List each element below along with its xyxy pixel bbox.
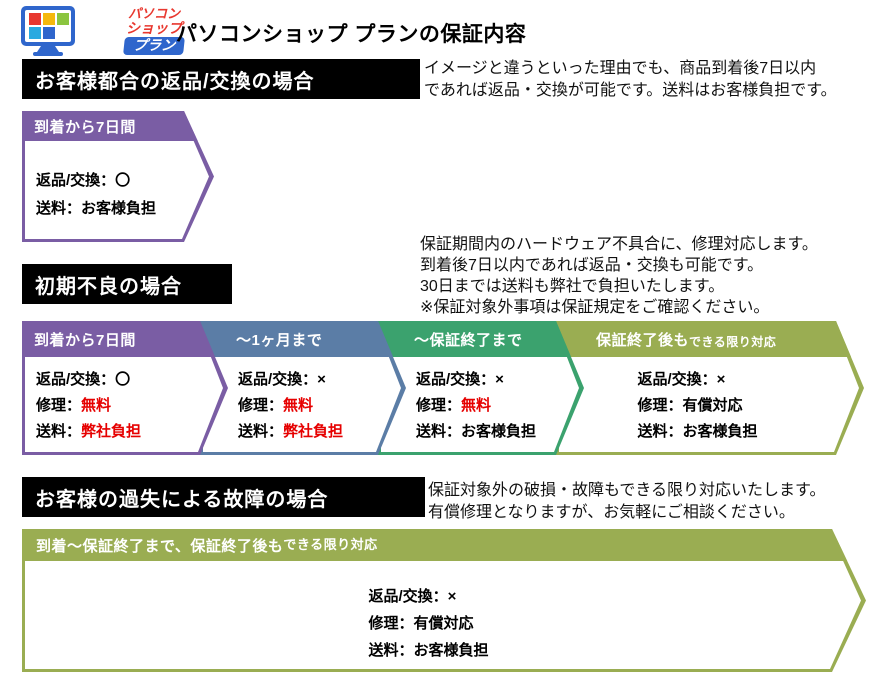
- card-title-sub: できる限り対応: [689, 335, 777, 349]
- line-label: 送料：: [36, 200, 82, 217]
- card-body: 返品/交換：× 修理：無料 送料：お客様負担: [416, 357, 556, 452]
- line-label: 返品/交換：: [36, 172, 116, 189]
- section2-note: 保証期間内のハードウェア不具合に、修理対応します。 到着後7日以内であれば返品・…: [420, 234, 818, 318]
- card-body: 返品/交換：〇 送料：お客様負担: [36, 141, 184, 239]
- line-value: お客様負担: [682, 423, 758, 440]
- line-value: 無料: [461, 397, 492, 414]
- card-header: 〜1ヶ月まで: [200, 321, 406, 357]
- line-label: 返品/交換：: [368, 588, 448, 605]
- line-value: 〇: [115, 371, 131, 388]
- line-label: 修理：: [637, 397, 683, 414]
- shop-logo-text: パソコン ショップ プラン: [118, 6, 190, 56]
- card-line: 送料：お客様負担: [637, 419, 757, 445]
- note-line: イメージと違うといった理由でも、商品到着後7日以内: [424, 60, 817, 77]
- card-stage-7days: 到着から7日間 返品/交換：〇 修理：無料 送料：弊社負担: [22, 321, 228, 455]
- note-line: 到着後7日以内であれば返品・交換も可能です。: [420, 257, 764, 274]
- page-title: パソコンショップ プランの保証内容: [176, 23, 527, 46]
- line-value: ×: [716, 371, 726, 388]
- section3-banner: お客様の過失による故障の場合: [22, 477, 425, 517]
- card-body: 返品/交換：〇 修理：無料 送料：弊社負担: [36, 357, 200, 452]
- card-line: 修理：無料: [416, 393, 556, 419]
- card-line-block: 返品/交換：× 修理：有償対応 送料：お客様負担: [637, 367, 757, 445]
- card-title: 〜保証終了まで: [414, 331, 523, 349]
- card-line: 修理：無料: [36, 393, 200, 419]
- card-fault-by-customer: 到着〜保証終了まで、保証終了後もできる限り対応 返品/交換：× 修理：有償対応 …: [22, 529, 866, 672]
- pc-monitor-icon: [21, 6, 75, 56]
- note-line: ※保証対象外事項は保証規定をご確認ください。: [420, 299, 770, 316]
- line-label: 返品/交換：: [416, 371, 496, 388]
- note-line: 30日までは送料も弊社で負担いたします。: [420, 278, 725, 295]
- line-label: 送料：: [416, 423, 462, 440]
- card-title-sub: できる限り対応: [283, 537, 378, 552]
- section2-banner: 初期不良の場合: [22, 264, 232, 304]
- card-line: 返品/交換：〇: [36, 167, 184, 195]
- shop-logo: パソコン ショップ プラン: [20, 5, 185, 57]
- card-body: 返品/交換：× 修理：有償対応 送料：お客様負担: [559, 357, 836, 452]
- logo-line-2: ショップ: [126, 19, 182, 36]
- line-value: 無料: [283, 397, 314, 414]
- card-header: 〜保証終了まで: [378, 321, 584, 357]
- card-header: 保証終了後もできる限り対応: [556, 321, 864, 357]
- card-header: 到着から7日間: [22, 321, 228, 357]
- note-line: 有償修理となりますが、お気軽にご相談ください。: [428, 504, 795, 521]
- line-label: 修理：: [368, 615, 414, 632]
- line-value: お客様負担: [81, 200, 157, 217]
- line-value: ×: [317, 371, 326, 388]
- card-line: 返品/交換：〇: [36, 367, 200, 393]
- note-line: 保証対象外の破損・故障もできる限り対応いたします。: [428, 482, 826, 499]
- card-stage-after-warranty: 保証終了後もできる限り対応 返品/交換：× 修理：有償対応 送料：お客様負担: [556, 321, 864, 455]
- line-value: お客様負担: [461, 423, 537, 440]
- line-label: 送料：: [238, 423, 284, 440]
- card-line: 送料：お客様負担: [368, 637, 488, 664]
- line-label: 送料：: [368, 642, 414, 659]
- card-header: 到着〜保証終了まで、保証終了後もできる限り対応: [22, 529, 866, 561]
- line-value: 無料: [81, 397, 112, 414]
- card-line: 返品/交換：×: [368, 583, 488, 610]
- line-value: お客様負担: [413, 642, 489, 659]
- line-value: 有償対応: [682, 397, 743, 414]
- card-title: 到着〜保証終了まで、保証終了後も: [36, 537, 284, 555]
- line-value: ×: [447, 588, 457, 605]
- logo-line-1: パソコン: [127, 6, 180, 21]
- line-label: 送料：: [637, 423, 683, 440]
- card-return-7days: 到着から7日間 返品/交換：〇 送料：お客様負担: [22, 111, 214, 242]
- line-label: 修理：: [416, 397, 462, 414]
- line-label: 修理：: [36, 397, 82, 414]
- card-title: 保証終了後も: [596, 331, 690, 349]
- card-title: 到着から7日間: [34, 118, 136, 136]
- card-line: 送料：お客様負担: [416, 419, 556, 445]
- note-line: であれば返品・交換が可能です。送料はお客様負担です。: [424, 82, 837, 99]
- card-line: 返品/交換：×: [637, 367, 757, 393]
- line-value: ×: [495, 371, 504, 388]
- card-line: 返品/交換：×: [416, 367, 556, 393]
- card-line: 返品/交換：×: [238, 367, 378, 393]
- card-line: 修理：有償対応: [637, 393, 757, 419]
- card-line-block: 返品/交換：× 修理：有償対応 送料：お客様負担: [368, 583, 488, 664]
- line-value: 有償対応: [413, 615, 474, 632]
- card-stage-warranty-end: 〜保証終了まで 返品/交換：× 修理：無料 送料：お客様負担: [378, 321, 584, 455]
- card-body: 返品/交換：× 修理：無料 送料：弊社負担: [238, 357, 378, 452]
- card-header: 到着から7日間: [22, 111, 214, 141]
- card-line: 送料：弊社負担: [238, 419, 378, 445]
- card-line: 修理：無料: [238, 393, 378, 419]
- line-label: 返品/交換：: [637, 371, 717, 388]
- line-label: 返品/交換：: [36, 371, 116, 388]
- card-title: 到着から7日間: [34, 331, 136, 349]
- section1-note: イメージと違うといった理由でも、商品到着後7日以内 であれば返品・交換が可能です…: [424, 58, 837, 102]
- line-value: 〇: [115, 172, 131, 189]
- card-body: 返品/交換：× 修理：有償対応 送料：お客様負担: [25, 561, 832, 669]
- card-line: 修理：有償対応: [368, 610, 488, 637]
- line-value: 弊社負担: [81, 423, 142, 440]
- section3-note: 保証対象外の破損・故障もできる限り対応いたします。 有償修理となりますが、お気軽…: [428, 480, 825, 524]
- line-label: 送料：: [36, 423, 82, 440]
- card-line: 送料：お客様負担: [36, 195, 184, 223]
- card-line: 送料：弊社負担: [36, 419, 200, 445]
- card-stage-1month: 〜1ヶ月まで 返品/交換：× 修理：無料 送料：弊社負担: [200, 321, 406, 455]
- line-label: 修理：: [238, 397, 284, 414]
- note-line: 保証期間内のハードウェア不具合に、修理対応します。: [420, 236, 818, 253]
- line-value: 弊社負担: [283, 423, 344, 440]
- line-label: 返品/交換：: [238, 371, 318, 388]
- section1-banner: お客様都合の返品/交換の場合: [22, 59, 420, 99]
- card-title: 〜1ヶ月まで: [236, 331, 323, 349]
